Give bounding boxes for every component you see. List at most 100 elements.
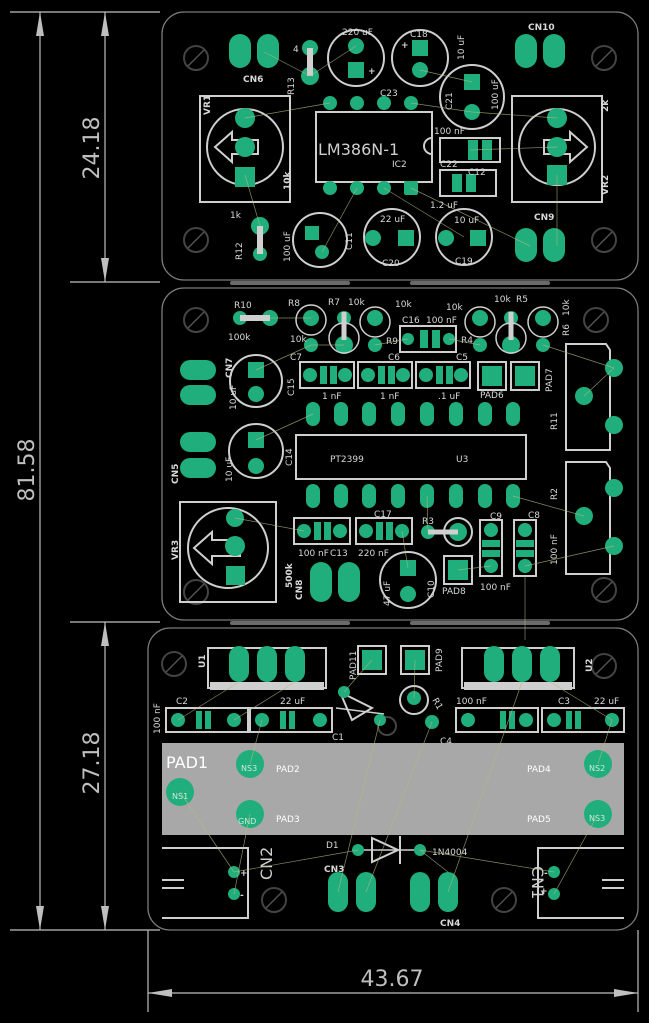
ns2-label: NS2 bbox=[589, 764, 605, 773]
c13-label: C13 bbox=[330, 549, 348, 559]
r7-label: R7 bbox=[328, 298, 340, 308]
c5-label: C5 bbox=[456, 353, 468, 363]
svg-text:+: + bbox=[540, 887, 548, 897]
dim-bottom-height: 27.18 bbox=[80, 732, 105, 795]
c20-label: C20 bbox=[382, 259, 400, 269]
c21-label: C21 bbox=[445, 92, 455, 110]
c6-value: 1 nF bbox=[380, 392, 399, 402]
c12-value: 1.2 uF bbox=[430, 201, 458, 211]
svg-text:-: - bbox=[544, 869, 548, 879]
ic2-label: IC2 bbox=[392, 160, 407, 170]
r12-label: R12 bbox=[235, 242, 245, 260]
d1-label: D1 bbox=[326, 841, 339, 851]
copper-pour-strip bbox=[162, 743, 624, 835]
c22-value: 100 nF bbox=[434, 127, 465, 137]
ns3-label: NS3 bbox=[241, 764, 257, 773]
d1-value: 1N4004 bbox=[432, 848, 468, 858]
dimension-arrows bbox=[36, 12, 638, 997]
vr2-label: VR2 bbox=[601, 175, 611, 195]
cn10-pad-1 bbox=[515, 34, 537, 68]
r4-label: R4 bbox=[461, 336, 473, 346]
u3-outline bbox=[295, 434, 527, 480]
r10-value: 100k bbox=[228, 333, 251, 343]
r12-value: 1k bbox=[230, 211, 242, 221]
c3-label: C3 bbox=[558, 697, 570, 707]
c2-label: C2 bbox=[176, 697, 188, 707]
c23-label: C23 bbox=[380, 89, 398, 99]
r2-value: 100 nF bbox=[550, 534, 560, 565]
c7-value: 1 nF bbox=[322, 392, 341, 402]
r2-label: R2 bbox=[550, 488, 560, 500]
vr1-label: VR1 bbox=[203, 95, 213, 115]
dimension-lines bbox=[10, 11, 639, 1012]
cn9-pad-1 bbox=[515, 228, 537, 262]
c10-value: 47 uF bbox=[383, 581, 393, 606]
pad5-label: PAD5 bbox=[527, 815, 551, 825]
c12-label: C12 bbox=[468, 168, 486, 178]
svg-text:+: + bbox=[240, 869, 248, 879]
c6-label: C6 bbox=[388, 353, 400, 363]
r6-label: R6 bbox=[562, 324, 572, 336]
ic2-part: LM386N-1 bbox=[318, 140, 399, 159]
vr3-value: 500k bbox=[285, 562, 295, 588]
cn10-pad-2 bbox=[543, 34, 565, 68]
cn1-label: CN1 bbox=[528, 866, 547, 899]
pad11-label: PAD11 bbox=[349, 651, 359, 680]
c1-label: C1 bbox=[332, 733, 344, 743]
ns1-label: NS1 bbox=[172, 792, 188, 801]
ns3b-label: NS3 bbox=[589, 814, 605, 823]
cn6-label: CN6 bbox=[243, 75, 263, 85]
r11-label: R11 bbox=[550, 412, 560, 430]
pad9-label: PAD9 bbox=[435, 648, 445, 672]
ic2-outline bbox=[315, 111, 433, 183]
cn2-label: CN2 bbox=[257, 847, 276, 880]
r9-value: 10k bbox=[395, 300, 412, 310]
mounting-holes-top bbox=[183, 45, 617, 253]
c5-value: .1 uF bbox=[438, 392, 460, 402]
r5-value: 10k bbox=[494, 295, 511, 305]
dim-total-width: 43.67 bbox=[361, 967, 424, 992]
svg-text:-: - bbox=[240, 891, 244, 901]
u2-label: U2 bbox=[585, 658, 595, 672]
vr1-value: 10k bbox=[283, 170, 293, 190]
cn6-pad-2 bbox=[257, 34, 279, 68]
svg-text:+: + bbox=[368, 67, 376, 77]
gnd-label: GND bbox=[238, 817, 256, 826]
cn5-label: CN5 bbox=[171, 464, 181, 484]
dim-top-height: 24.18 bbox=[80, 117, 105, 180]
top-board-outline bbox=[161, 11, 639, 281]
top-board: CN6 CN10 CN9 VR1 10k VR2 2k R13 4 220 bbox=[183, 23, 617, 269]
svg-text:+: + bbox=[401, 41, 409, 51]
c15-label: C15 bbox=[287, 378, 297, 396]
c22-label: C22 bbox=[440, 160, 458, 170]
c21-value: 100 uF bbox=[491, 79, 501, 110]
c18-label: C18 bbox=[410, 30, 428, 40]
c19-value: 10 uF bbox=[454, 216, 479, 226]
u3-label: U3 bbox=[456, 455, 468, 465]
c18-value: 10 uF bbox=[457, 35, 467, 60]
c16-value: 100 nF bbox=[426, 316, 457, 326]
u3-part: PT2399 bbox=[330, 455, 364, 465]
cn10-label: CN10 bbox=[528, 23, 555, 33]
c11-label: C11 bbox=[345, 232, 355, 250]
c10-label: C10 bbox=[427, 580, 437, 598]
cn6-pad-1 bbox=[229, 34, 251, 68]
c23-value: 220 uF bbox=[342, 28, 373, 38]
vr1-outline bbox=[199, 95, 291, 203]
c8-label: C8 bbox=[528, 511, 540, 521]
r5-label: R5 bbox=[516, 295, 528, 305]
c3-value: 100 nF bbox=[456, 697, 487, 707]
middle-board: R10 100k R8 10k R7 10k R9 10k R4 10k R5 … bbox=[171, 295, 623, 640]
c13-value: 100 nF bbox=[298, 549, 329, 559]
cn8-label: CN8 bbox=[295, 580, 305, 600]
r10-label: R10 bbox=[234, 301, 252, 311]
cn7-label: CN7 bbox=[225, 358, 235, 378]
pad3-label: PAD3 bbox=[276, 815, 300, 825]
r8-label: R8 bbox=[288, 299, 300, 309]
cn4-label: CN4 bbox=[440, 919, 460, 929]
vr2-value: 2k bbox=[601, 99, 611, 112]
pad8-label: PAD8 bbox=[442, 587, 466, 597]
c11-value: 100 uF bbox=[283, 231, 293, 262]
c9-label: C9 bbox=[490, 512, 502, 522]
c9-value: 100 nF bbox=[480, 583, 511, 593]
